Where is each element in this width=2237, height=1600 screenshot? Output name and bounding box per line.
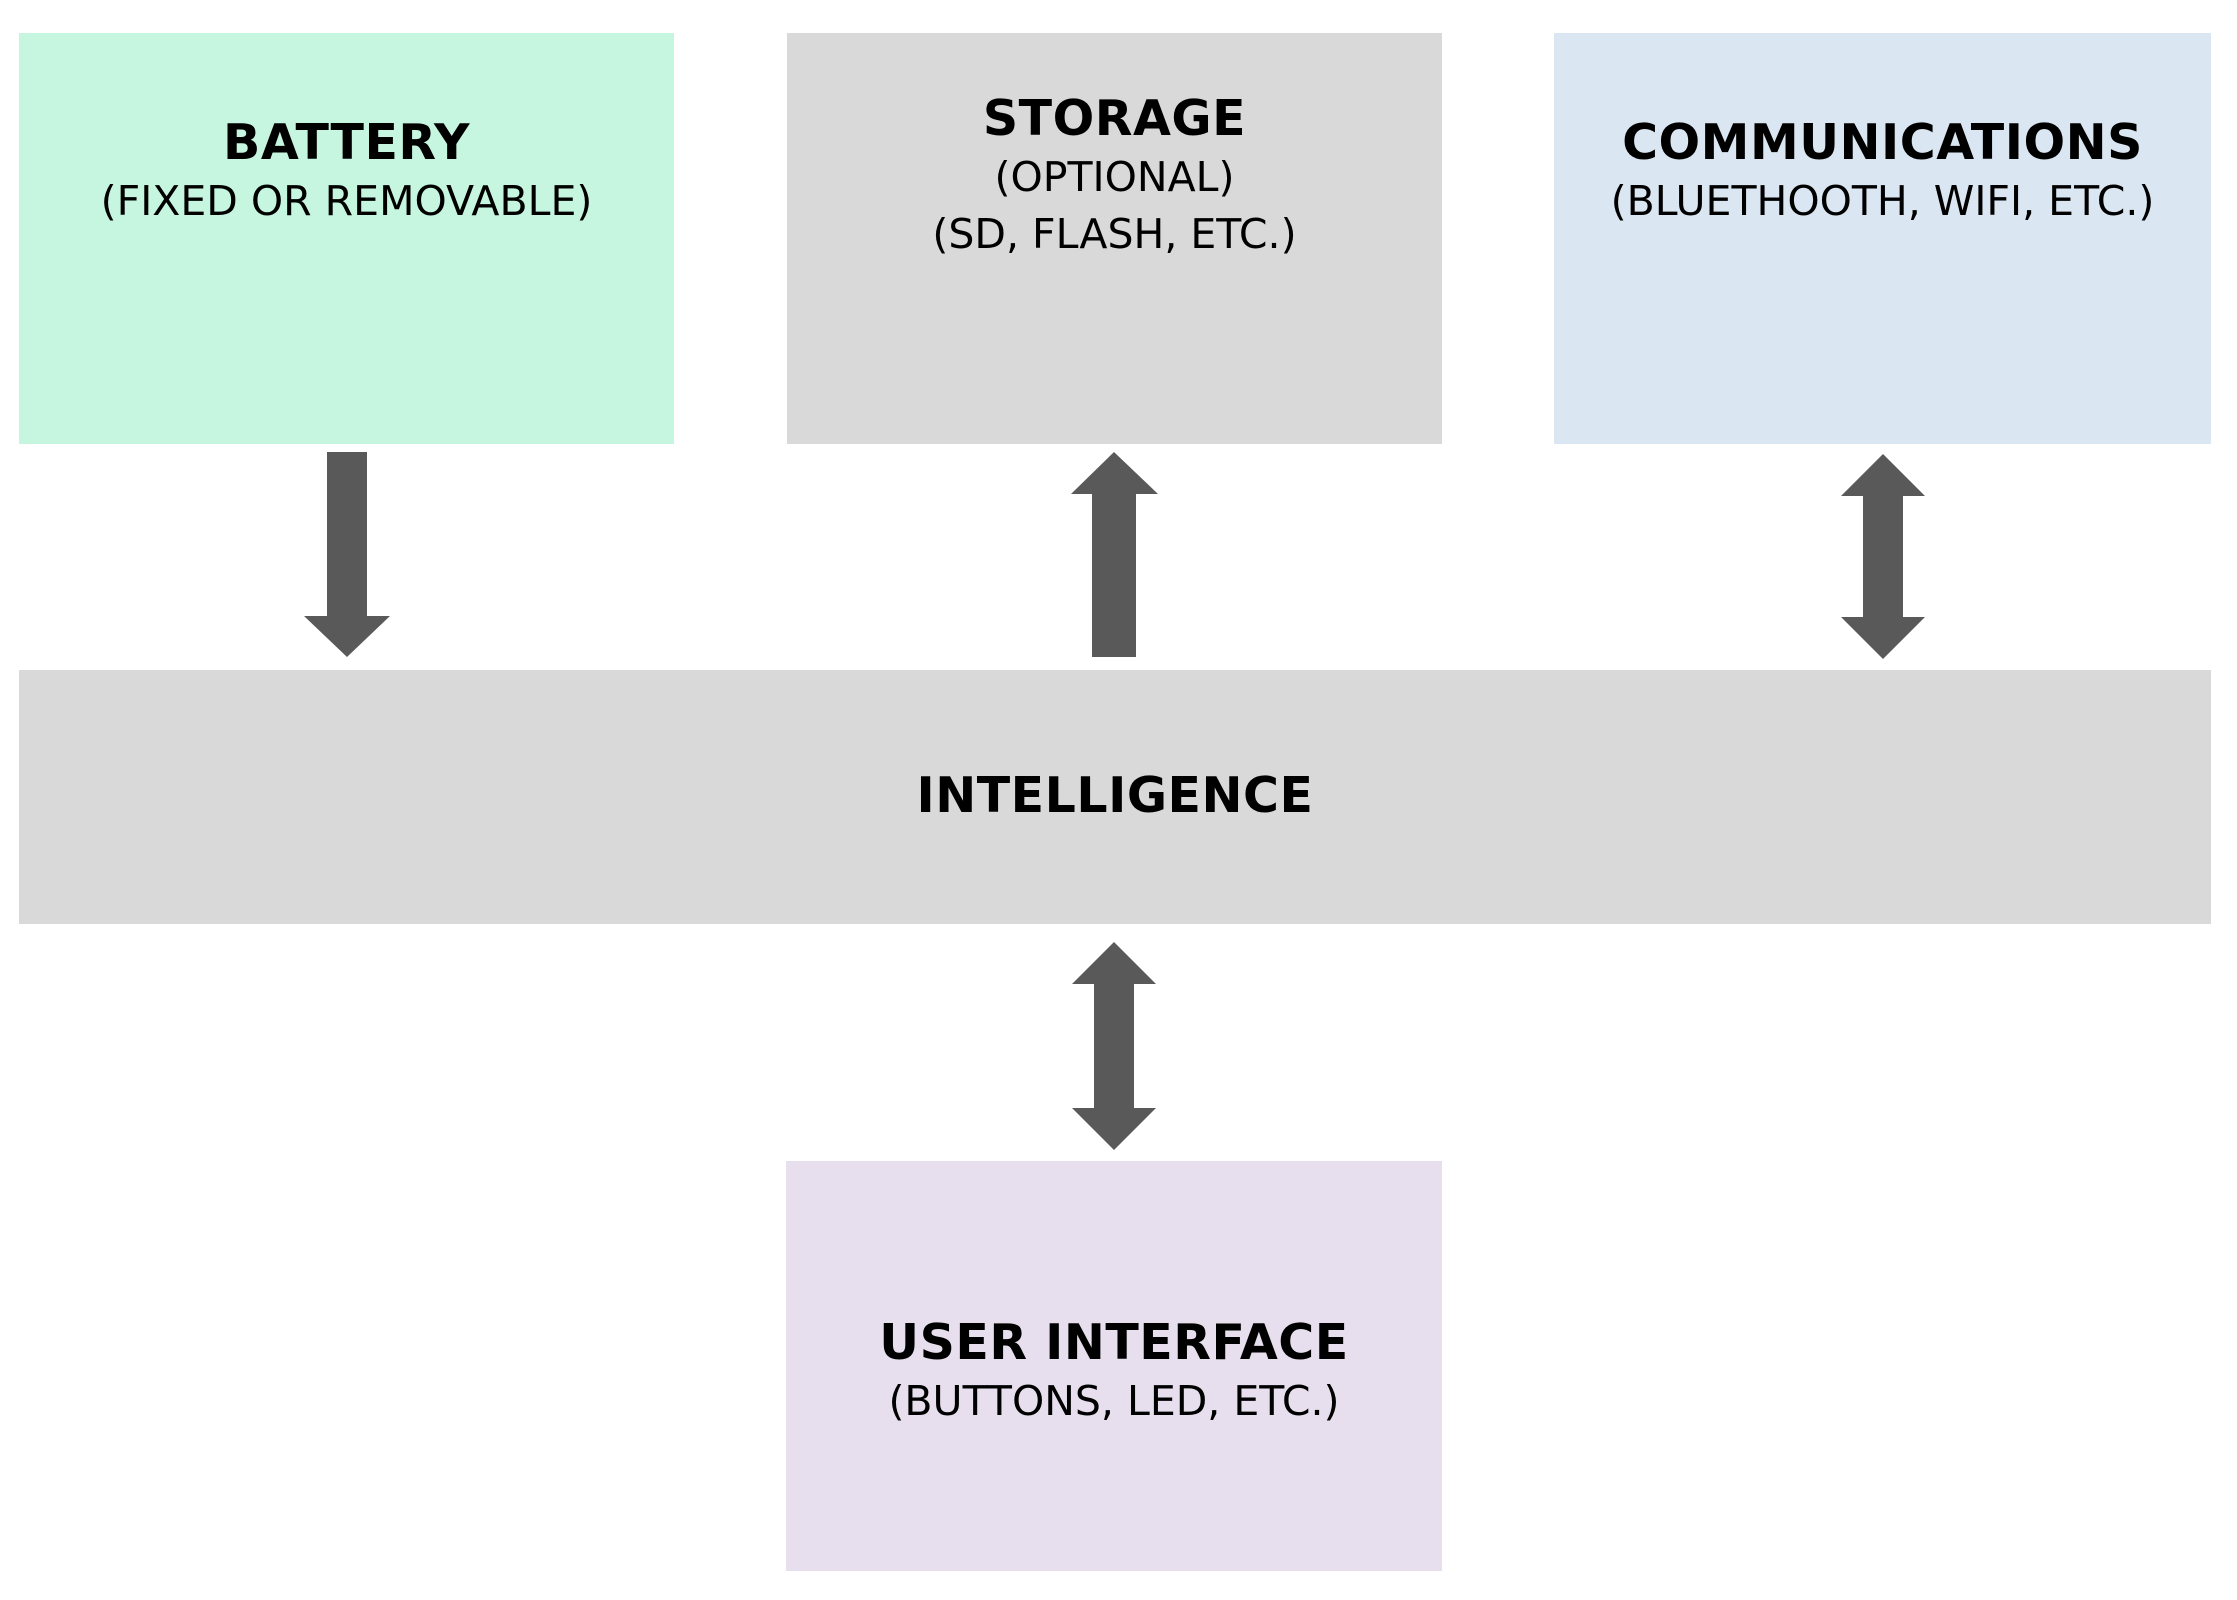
- communications-block: COMMUNICATIONS (BLUETHOOTH, WIFI, ETC.): [1554, 33, 2211, 444]
- storage-subtitle-examples: (SD, FLASH, ETC.): [932, 210, 1297, 258]
- storage-block: STORAGE (OPTIONAL) (SD, FLASH, ETC.): [787, 33, 1442, 444]
- user-interface-block: USER INTERFACE (BUTTONS, LED, ETC.): [786, 1161, 1442, 1571]
- arrow-battery-to-intelligence: [304, 452, 390, 657]
- communications-subtitle: (BLUETHOOTH, WIFI, ETC.): [1610, 176, 2155, 225]
- storage-title: STORAGE: [982, 90, 1247, 147]
- intelligence-title: INTELLIGENCE: [916, 767, 1314, 824]
- arrow-intelligence-user-interface: [1072, 942, 1156, 1150]
- user-interface-subtitle: (BUTTONS, LED, ETC.): [888, 1376, 1340, 1425]
- user-interface-title: USER INTERFACE: [879, 1313, 1349, 1371]
- arrow-intelligence-to-storage: [1071, 452, 1158, 657]
- communications-title: COMMUNICATIONS: [1622, 113, 2143, 171]
- intelligence-block: INTELLIGENCE: [19, 670, 2211, 924]
- battery-block: BATTERY (FIXED OR REMOVABLE): [19, 33, 674, 444]
- battery-subtitle: (FIXED OR REMOVABLE): [100, 176, 593, 225]
- storage-subtitle-optional: (OPTIONAL): [994, 153, 1235, 201]
- battery-title: BATTERY: [223, 113, 470, 171]
- arrow-communications-intelligence: [1841, 454, 1925, 659]
